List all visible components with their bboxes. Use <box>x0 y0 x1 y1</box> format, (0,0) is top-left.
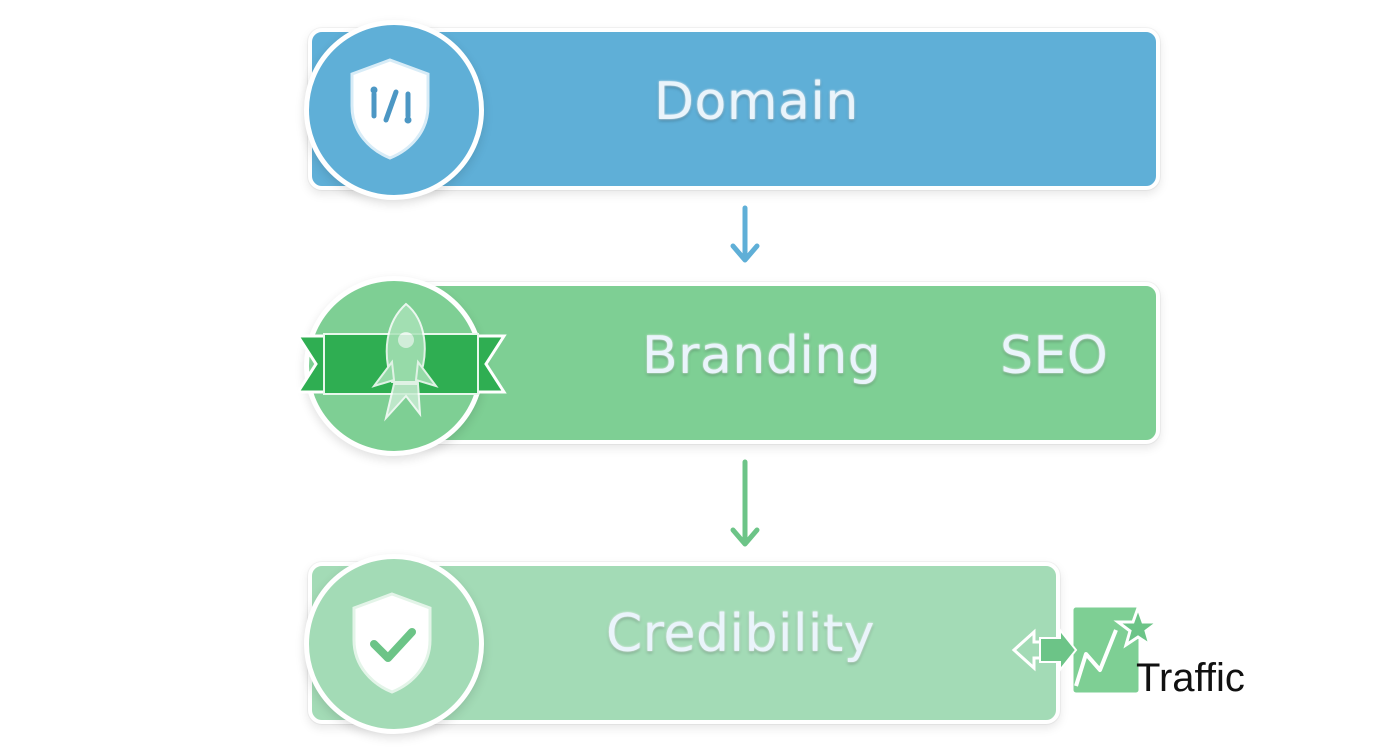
arrow-down-icon <box>730 459 760 547</box>
branding-bar <box>414 282 1160 444</box>
shield-check-icon <box>342 588 442 698</box>
arrow-down-icon <box>730 205 760 263</box>
rocket-ribbon-icon <box>294 300 508 424</box>
credibility-label: Credibility <box>606 604 876 664</box>
seo-label: SEO <box>1000 326 1109 386</box>
credibility-icon-circle <box>304 554 484 734</box>
shield-code-icon <box>340 54 440 164</box>
traffic-label: Traffic <box>1136 656 1245 700</box>
domain-label: Domain <box>654 72 859 132</box>
traffic-growth-star-icon <box>1010 600 1166 700</box>
branding-label: Branding <box>642 326 882 386</box>
